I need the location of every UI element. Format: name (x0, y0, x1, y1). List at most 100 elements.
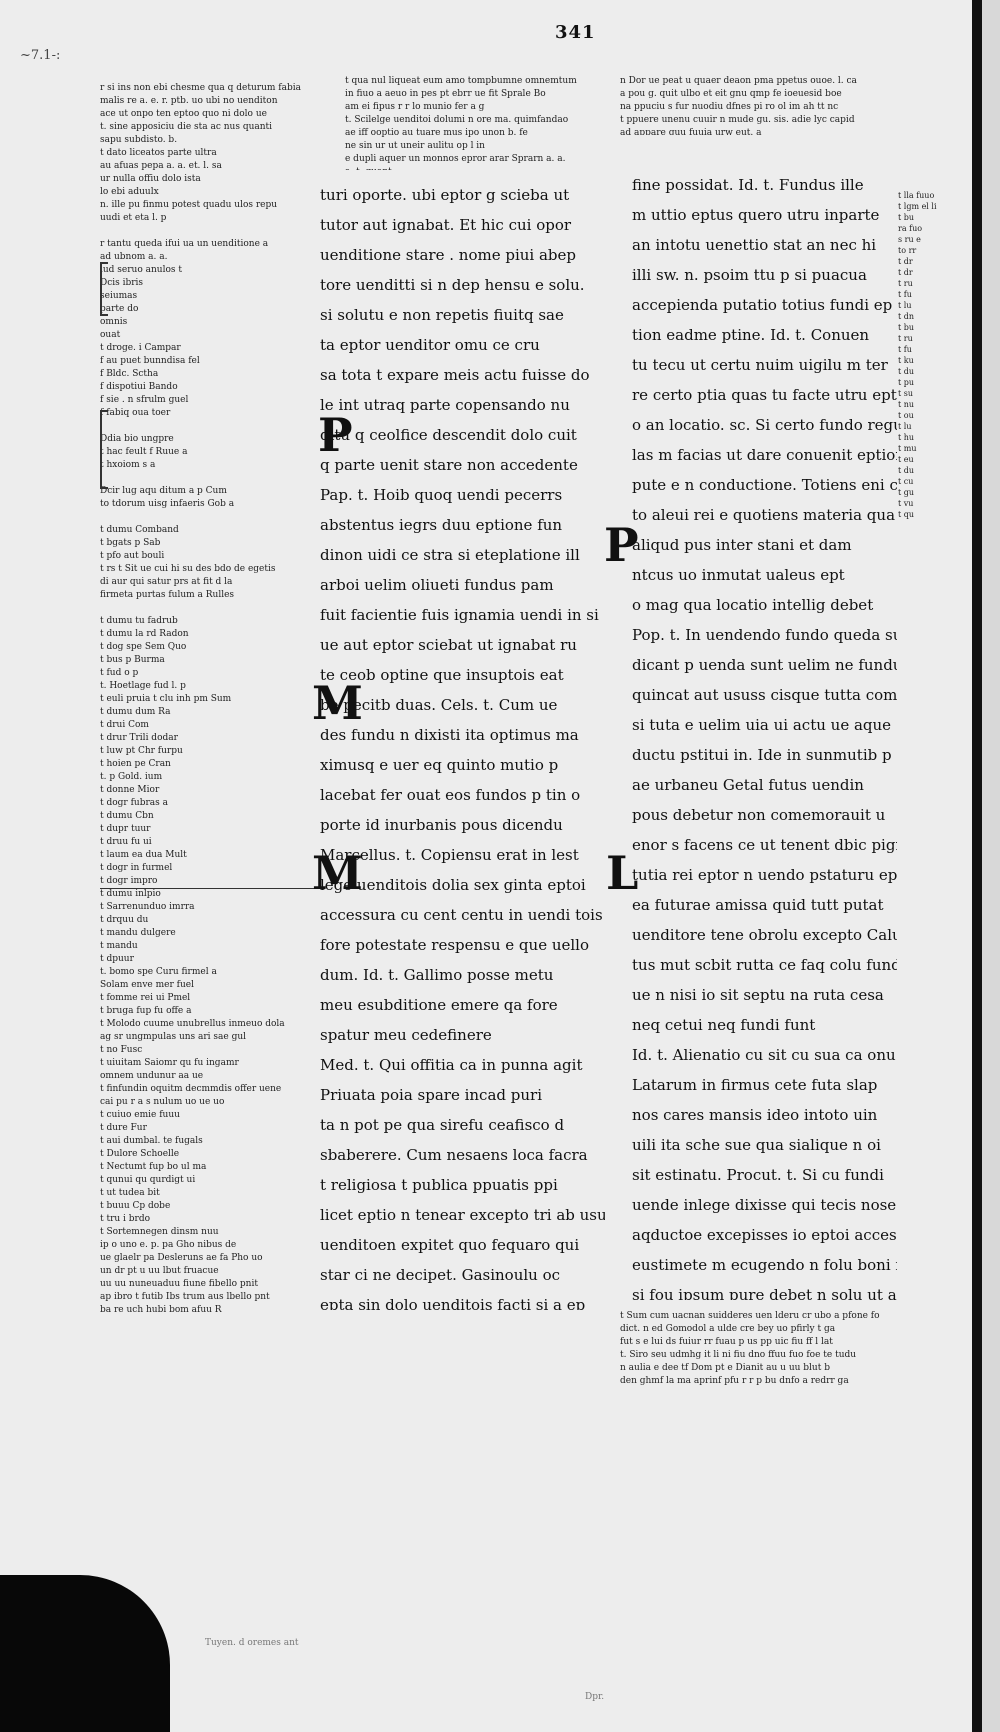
text-line: ea futurae amissa quid tutt putat (632, 896, 884, 914)
gloss-line: t dumu Comband (100, 525, 179, 535)
text-line: fuit facientie fuis ignamia uendi in si (320, 606, 599, 624)
gloss-line: t du (898, 367, 915, 376)
gloss-line: t dog spe Sem Quo (100, 642, 187, 652)
text-line: si tuta e uelim uia ui actu ue aque (632, 716, 892, 734)
gloss-line: t du (898, 466, 915, 475)
gloss-line: t hu (898, 433, 915, 442)
initial-b2: L (606, 846, 639, 900)
gloss-line: t qunui qu qurdigt ui (100, 1175, 196, 1185)
gloss-line: un dr pt u uu lbut fruacue (100, 1266, 219, 1276)
gloss-line: t dumu Cbn (100, 811, 154, 821)
gloss-line: t. sine apposiciu die sta ac nus quanti (100, 122, 273, 132)
text-line: neq cetui neq fundi funt (632, 1016, 816, 1034)
text-line: dum. Id. t. Gallimo posse metu (320, 966, 554, 984)
gloss-line: ad appare quu fuuia urw eut. a (620, 128, 762, 135)
gloss-line: lo ebi aduulx (100, 187, 159, 197)
gloss-line: t su (898, 389, 914, 398)
text-line: tutia rei eptor n uendo pstaturu eps (632, 866, 897, 884)
text-line: si fou ipsum pure debet n solu ut a (632, 1286, 897, 1300)
text-line: Pap. t. Hoib quoq uendi pecerrs (320, 486, 563, 504)
text-line: arboi uelim oliueti fundus pam (320, 576, 554, 594)
text-line: aliqud pus inter stani et dam (632, 536, 852, 554)
text-line: tus mut scbit rutta ce faq colu fundi (632, 956, 897, 974)
gloss-line: n. ille pu finmu potest quadu ulos repu (100, 200, 278, 210)
gloss-line: t dogr in furmel (100, 863, 173, 873)
gloss-line: s ru e (898, 235, 921, 244)
text-line: uenditore tene obrolu excepto Calum (632, 926, 897, 944)
text-line: lacebat fer ouat eos fundos p tin o (320, 786, 581, 804)
text-line: abstentus iegrs duu eptione fun (320, 516, 563, 534)
text-line: Id. t. Alienatio cu sit cu sua ca onu (632, 1046, 896, 1064)
text-line: to aleui rei e quotiens materia qua (632, 506, 896, 524)
gloss-line: t. Siro seu udmhg it li ni fiu dno ffuu … (620, 1350, 857, 1360)
gloss-line: t hxoiom s a (100, 460, 156, 470)
gloss-line: t bgats p Sab (100, 538, 161, 548)
gloss-line: t eu (898, 455, 914, 464)
gloss-line: ag sr ungmpulas uns ari sae gul (100, 1032, 247, 1042)
folio-number: 341 (555, 22, 596, 43)
text-line: des fundu n dixisti ita optimus ma (320, 726, 579, 744)
gloss-line: t ppuere unenu cuuir n mude gu. sis. adi… (620, 115, 855, 125)
gloss-line: t vu (898, 499, 914, 508)
gloss-line: t bus p Burma (100, 655, 165, 665)
text-line: uenditione stare . nome piui abep (320, 246, 576, 264)
gloss-line: sapu subdisto. b. (100, 135, 178, 145)
gloss-line: seiumas (100, 291, 138, 301)
initial-a3: M (312, 846, 363, 900)
gloss-line: t qua nul liqueat eum amo tompbumne omne… (345, 76, 577, 86)
gloss-line: t Nectumt fup bo ul ma (100, 1162, 207, 1172)
text-line: porte id inurbanis pous dicendu (320, 816, 563, 834)
text-line: t religiosa t publica ppuatis ppi (320, 1176, 558, 1194)
gloss-line: t lla fuuo (898, 191, 935, 200)
text-line: re certo ptia quas tu facte utru epti (632, 386, 897, 404)
gloss-line: lud seruo anulos t (100, 265, 182, 275)
text-line: eustimete m ecugendo n folu boni fit (632, 1256, 897, 1274)
gloss-line: t. bomo spe Curu firmel a (100, 967, 217, 977)
gloss-line: t aui dumbal. te fugals (100, 1136, 203, 1146)
text-line: ue n nisi io sit septu na ruta cesa (632, 986, 884, 1004)
text-line: tore uenditti si n dep hensu e solu. (320, 276, 585, 294)
gloss-line: t ut tudea bit (100, 1188, 160, 1198)
gloss-line: e dupli aquer un monnos epror arar Sprar… (345, 154, 566, 164)
gloss-line: Solam enve mer fuel (100, 980, 194, 990)
text-line: dicant p uenda sunt uelim ne fundus (632, 656, 897, 674)
text-line: enor s facens ce ut tenent dbic pigno (632, 836, 897, 854)
gloss-line: t dpuur (100, 954, 134, 964)
text-line: Med. t. Qui offitia ca in punna agit (320, 1056, 583, 1074)
gloss-line: t dupr tuur (100, 824, 151, 834)
gloss-line (100, 472, 315, 485)
gloss-line: t dumu inlpio (100, 889, 161, 899)
gloss-line: t Dulore Schoelle (100, 1149, 180, 1159)
text-line: Pop. t. In uendendo fundo queda sun (632, 626, 897, 644)
text-line: ue aut eptor sciebat ut ignabat ru (320, 636, 577, 654)
gloss-line: f sie . n sfrulm guel (100, 395, 189, 405)
text-line: be pecitb duas. Cels. t. Cum ue (320, 696, 558, 714)
gloss-line: to tdorum uisg infaeris Gob a (100, 499, 235, 509)
gloss-line: ur nulla offiu dolo ista (100, 174, 201, 184)
text-line: accessura cu cent centu in uendi tois (320, 906, 603, 924)
text-line: ta n pot pe qua sirefu ceafisco d (320, 1116, 565, 1134)
gloss-line (100, 511, 315, 524)
text-line: fore potestate respensu e que uello (320, 936, 590, 954)
page-binding-edge (972, 0, 982, 1732)
gloss-line: t qu (898, 510, 915, 519)
gloss-rule (100, 888, 315, 889)
gloss-line: firmeta purtas fulum a Rulles (100, 590, 235, 600)
text-line: sit estinatu. Procut. t. Si cu fundi (632, 1166, 884, 1184)
gloss-line: t gu (898, 488, 915, 497)
text-line: q parte uenit stare non accedente (320, 456, 578, 474)
text-line: pous debetur non comemorauit u (632, 806, 886, 824)
scanner-thumb-shadow (0, 1575, 170, 1732)
gloss-line: ap ibro t futib Ibs trum aus lbello pnt (100, 1292, 270, 1302)
gloss-line: n aulia e dee tf Dom pt e Dianit au u uu… (620, 1363, 830, 1373)
gloss-line: t ru (898, 279, 913, 288)
gloss-line: t drquu du (100, 915, 149, 925)
gloss-line: t bu (898, 213, 915, 222)
text-line: star ci ne decipet. Gasinoulu oc (320, 1266, 561, 1284)
gloss-line: t dumu la rd Radon (100, 629, 189, 639)
initial-b1: P (604, 518, 639, 572)
gloss-line: t droge. i Campar (100, 343, 181, 353)
gloss-line: t euli pruia t clu inh pm Sum (100, 694, 232, 704)
